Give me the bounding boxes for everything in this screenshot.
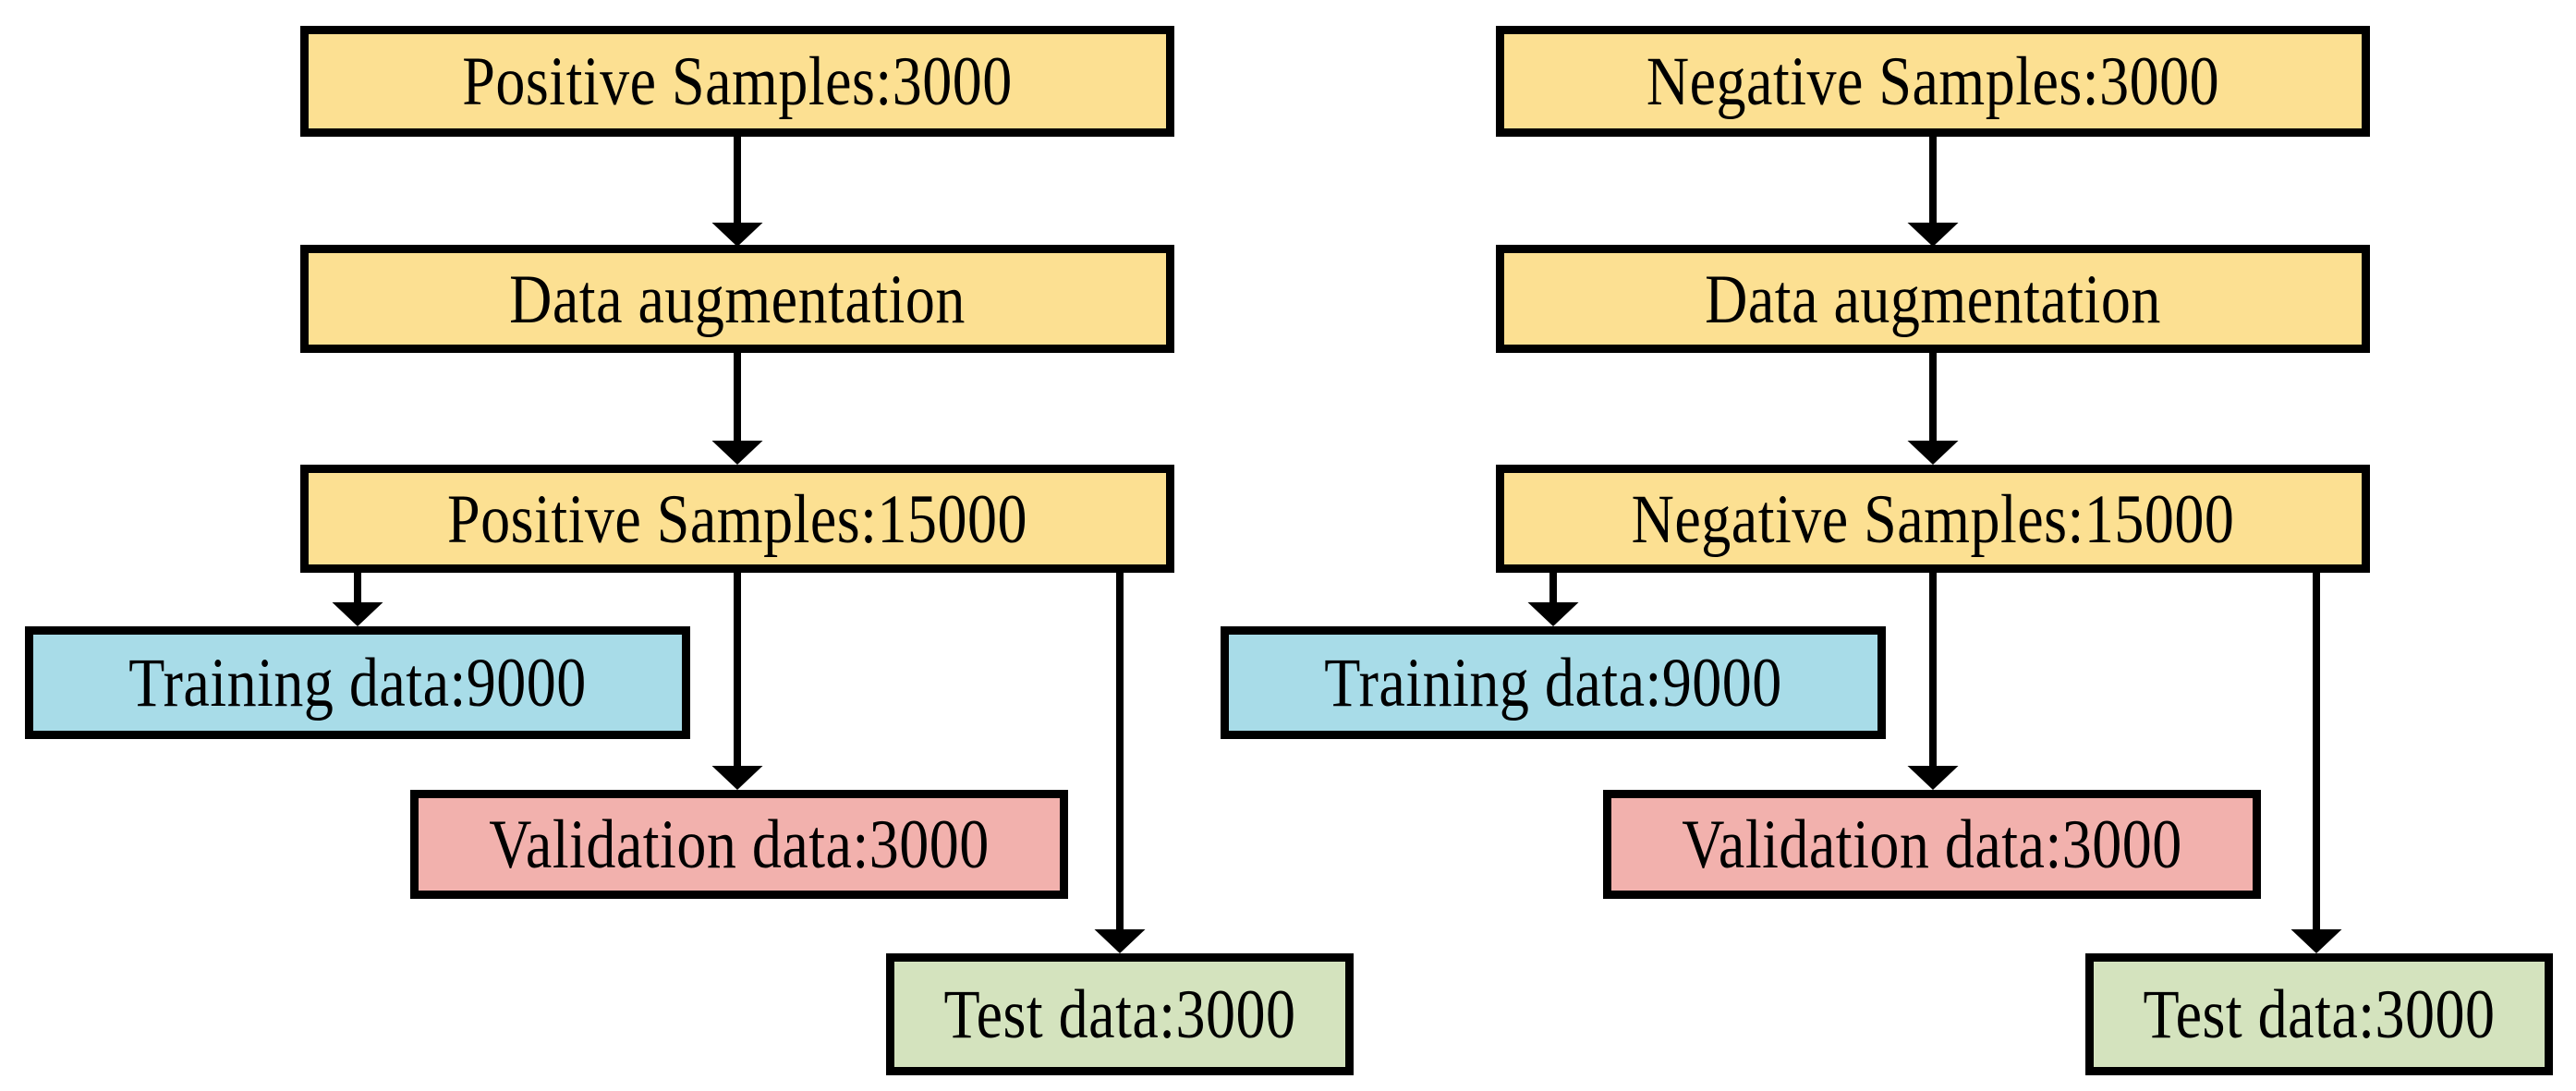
node-negative-validation: Validation data:3000 — [1603, 790, 2261, 899]
arrow-positive-source-to-augmentation — [711, 137, 763, 247]
node-negative-augmented: Negative Samples:15000 — [1496, 465, 2370, 573]
node-negative-training-label: Training data:9000 — [1324, 643, 1782, 721]
node-positive-test: Test data:3000 — [886, 953, 1354, 1075]
node-positive-validation: Validation data:3000 — [410, 790, 1068, 899]
arrow-negative-augmented-to-validation — [1907, 573, 1959, 790]
node-negative-source-label: Negative Samples:3000 — [1646, 42, 2220, 120]
node-positive-training: Training data:9000 — [25, 626, 690, 739]
node-negative-augmentation-label: Data augmentation — [1705, 260, 2161, 337]
node-positive-augmentation: Data augmentation — [300, 245, 1174, 353]
arrow-negative-augmented-to-training — [1527, 573, 1579, 626]
node-negative-test-label: Test data:3000 — [2143, 975, 2496, 1053]
node-negative-source: Negative Samples:3000 — [1496, 26, 2370, 137]
node-positive-augmentation-label: Data augmentation — [509, 260, 966, 337]
arrow-positive-augmentation-to-augmented — [711, 353, 763, 465]
arrow-negative-augmented-to-test — [2290, 573, 2342, 953]
node-positive-augmented: Positive Samples:15000 — [300, 465, 1174, 573]
node-negative-training: Training data:9000 — [1221, 626, 1886, 739]
node-negative-validation-label: Validation data:3000 — [1682, 805, 2182, 883]
arrow-positive-augmented-to-validation — [711, 573, 763, 790]
node-positive-test-label: Test data:3000 — [943, 975, 1296, 1053]
node-negative-test: Test data:3000 — [2085, 953, 2553, 1075]
arrow-positive-augmented-to-training — [332, 573, 383, 626]
node-negative-augmented-label: Negative Samples:15000 — [1631, 479, 2235, 557]
arrow-positive-augmented-to-test — [1094, 573, 1146, 953]
node-positive-validation-label: Validation data:3000 — [489, 805, 990, 883]
node-positive-source-label: Positive Samples:3000 — [462, 42, 1013, 120]
node-negative-augmentation: Data augmentation — [1496, 245, 2370, 353]
node-positive-source: Positive Samples:3000 — [300, 26, 1174, 137]
arrow-negative-source-to-augmentation — [1907, 137, 1959, 247]
node-positive-training-label: Training data:9000 — [128, 643, 587, 721]
node-positive-augmented-label: Positive Samples:15000 — [447, 479, 1027, 557]
arrow-negative-augmentation-to-augmented — [1907, 353, 1959, 465]
